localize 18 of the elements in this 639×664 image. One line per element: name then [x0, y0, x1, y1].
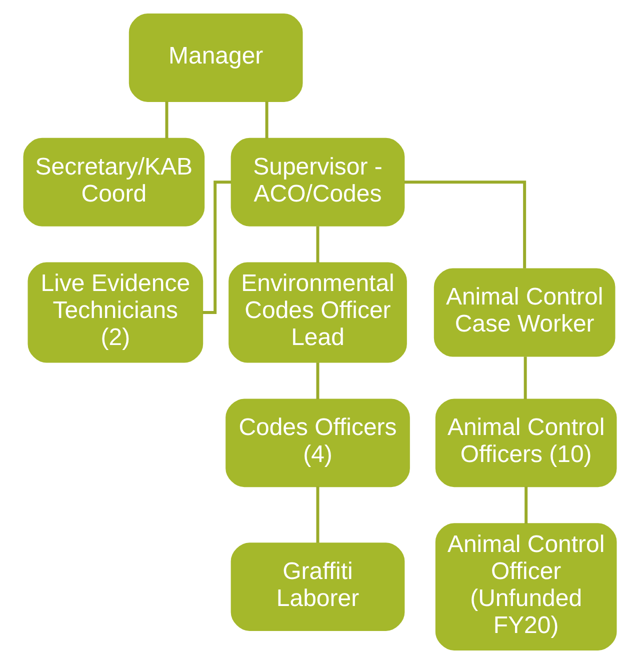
connector — [316, 362, 319, 400]
node-box: Graffiti Laborer — [230, 542, 404, 631]
node-box: Animal Control Case Worker — [433, 268, 615, 357]
node-box: Codes Officers (4) — [225, 398, 410, 488]
connector — [164, 101, 168, 138]
node-box: Animal Control Officers (10) — [434, 398, 616, 488]
node-box: Supervisor - ACO/Codes — [230, 138, 404, 226]
connector — [316, 486, 319, 543]
node-box: Manager — [128, 14, 302, 102]
connector — [264, 101, 268, 138]
node-box: Secretary/KAB Coord — [22, 138, 204, 226]
node-box: Animal Control Officer (Unfunded FY20) — [434, 523, 616, 650]
node-box: Live Evidence Technicians (2) — [27, 262, 203, 363]
node-box: Environmental Codes Officer Lead — [228, 262, 406, 363]
connector — [524, 486, 528, 524]
connector — [523, 356, 526, 400]
connector — [316, 226, 319, 264]
connector — [404, 180, 526, 268]
